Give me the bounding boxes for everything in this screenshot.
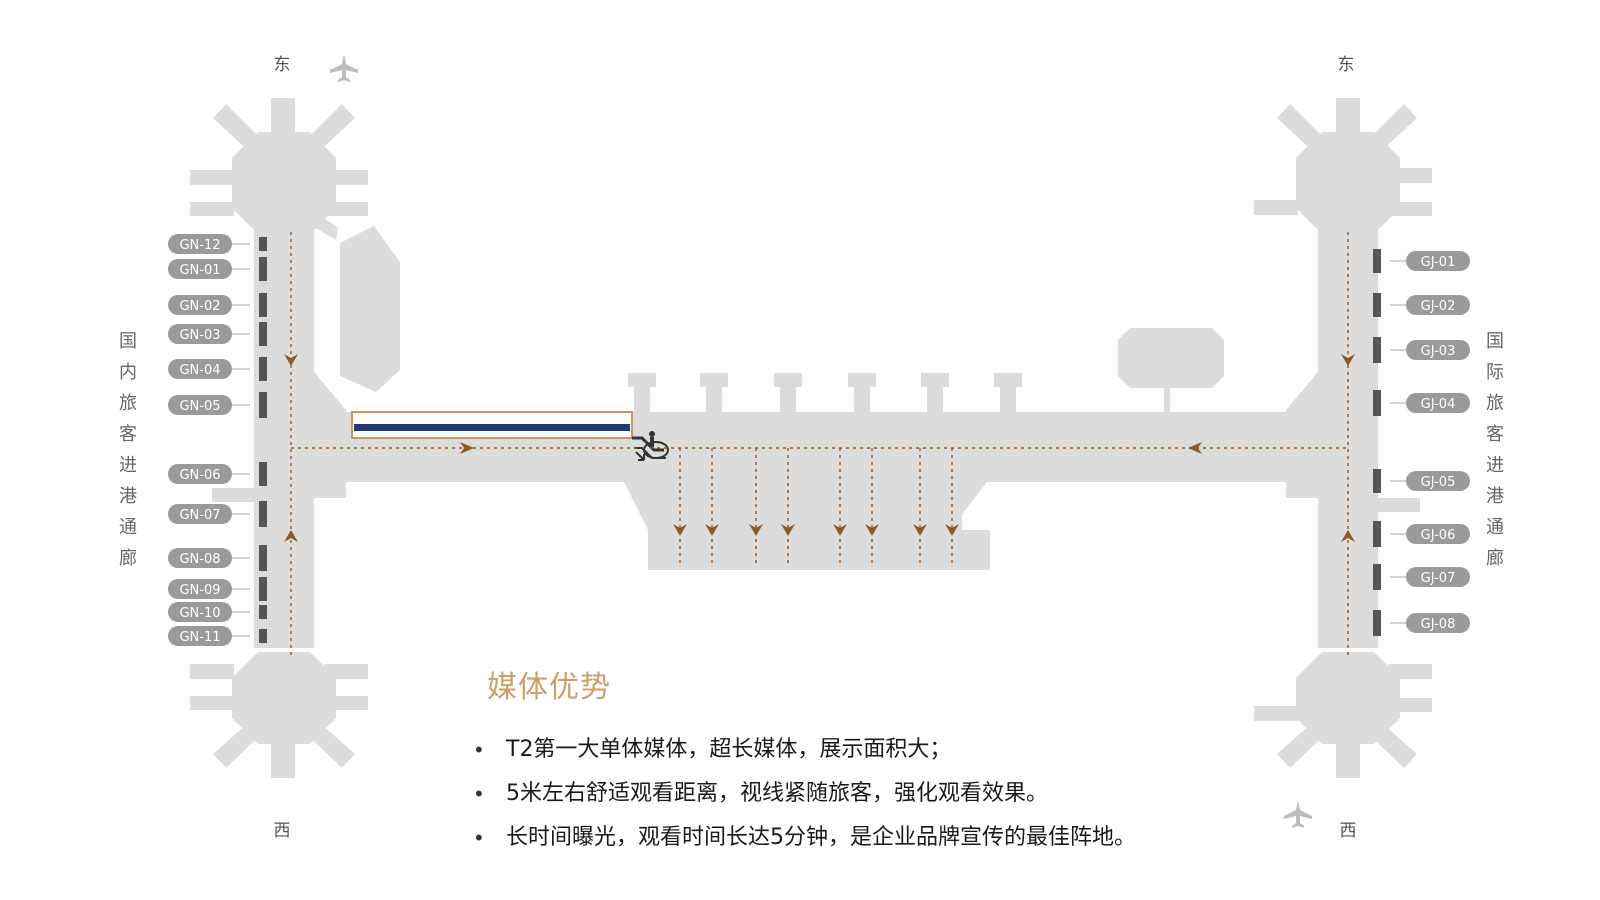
media-advantage-title: 媒体优势 [487, 670, 611, 705]
corridor-label-char: 通 [1486, 517, 1504, 538]
gate-label: GN-02 [179, 299, 220, 314]
gate-gj-04: GJ-04 [1373, 390, 1470, 416]
passenger-flow [290, 232, 1349, 656]
gate-gn-10: GN-10 [168, 602, 267, 622]
gate-label: GJ-03 [1421, 344, 1456, 359]
flow-arrow-down [673, 524, 687, 536]
corridor-label-char: 国 [119, 331, 137, 352]
corridor-label-char: 进 [119, 455, 137, 476]
flow-arrows [284, 354, 1355, 542]
gate-gj-07: GJ-07 [1373, 564, 1470, 590]
gate-gn-07: GN-07 [168, 501, 267, 527]
advantage-item: T2第一大单体媒体，超长媒体，展示面积大； [470, 730, 1136, 774]
flow-arrow-up [1341, 530, 1355, 542]
flow-arrow-up [284, 530, 298, 542]
corridor-label-char: 国 [1486, 331, 1504, 352]
corridor-label-char: 港 [119, 486, 137, 507]
gate-label: GJ-02 [1421, 299, 1456, 314]
gate-gn-01: GN-01 [168, 257, 267, 281]
corridor-label-char: 旅 [1486, 393, 1504, 414]
flow-arrow-down [833, 524, 847, 536]
flow-arrow-down [1341, 354, 1355, 366]
gate-label: GN-07 [179, 508, 220, 523]
gate-gn-04: GN-04 [168, 357, 267, 381]
media-location [351, 411, 633, 439]
gate-label: GN-04 [179, 363, 220, 378]
flow-arrow-down [913, 524, 927, 536]
gate-label: GN-03 [179, 328, 220, 343]
corridor-label-char: 内 [119, 362, 137, 383]
gate-gn-09: GN-09 [168, 577, 267, 601]
compass-west-right: 西 [1340, 821, 1357, 841]
gate-gj-01: GJ-01 [1373, 249, 1470, 273]
compass-east-left: 东 [274, 55, 291, 75]
corridor-label-char: 际 [1486, 362, 1504, 383]
flow-arrow-down [705, 524, 719, 536]
compass-west-left: 西 [274, 821, 291, 841]
gate-gn-06: GN-06 [168, 462, 267, 486]
flow-arrow-down [945, 524, 959, 536]
airplane-icon [1284, 800, 1312, 828]
gate-gj-08: GJ-08 [1373, 610, 1470, 636]
terminal-building [190, 98, 1432, 778]
gate-label: GN-08 [179, 552, 220, 567]
gate-gn-02: GN-02 [168, 293, 267, 317]
gate-label: GN-12 [179, 238, 220, 253]
gate-label: GN-01 [179, 263, 220, 278]
flow-arrow-left [1188, 442, 1202, 454]
corridor-label-char: 港 [1486, 486, 1504, 507]
gate-label: GN-09 [179, 583, 220, 598]
gate-gj-02: GJ-02 [1373, 293, 1470, 317]
gate-gj-06: GJ-06 [1373, 521, 1470, 547]
gate-label: GJ-01 [1421, 255, 1456, 270]
gate-gn-12: GN-12 [168, 234, 267, 254]
flow-arrow-right [460, 442, 474, 454]
flow-arrow-down [749, 524, 763, 536]
corridor-label-char: 进 [1486, 455, 1504, 476]
gate-gj-05: GJ-05 [1373, 469, 1470, 493]
flow-arrow-down [284, 354, 298, 366]
corridor-label-char: 通 [119, 517, 137, 538]
advantage-item: 5米左右舒适观看距离，视线紧随旅客，强化观看效果。 [470, 774, 1136, 818]
corridor-label-char: 客 [1486, 424, 1504, 445]
gate-gn-08: GN-08 [168, 545, 267, 571]
corridor-label-char: 客 [119, 424, 137, 445]
escalator-icon [632, 431, 669, 461]
gate-label: GJ-07 [1421, 571, 1456, 586]
gate-gn-03: GN-03 [168, 322, 267, 346]
gate-label: GJ-08 [1421, 617, 1456, 632]
gate-gn-11: GN-11 [168, 626, 267, 646]
international-arrival-corridor-label: 国际旅客进港通廊 [1482, 326, 1508, 574]
corridor-label-char: 廊 [119, 548, 137, 569]
media-advantage-list: T2第一大单体媒体，超长媒体，展示面积大； 5米左右舒适观看距离，视线紧随旅客，… [470, 730, 1136, 862]
compass-east-right: 东 [1338, 55, 1355, 75]
corridor-label-char: 廊 [1486, 548, 1504, 569]
flow-arrow-down [781, 524, 795, 536]
gate-label: GN-10 [179, 606, 220, 621]
gate-label: GN-06 [179, 468, 220, 483]
gate-gn-05: GN-05 [168, 392, 267, 418]
gate-gj-03: GJ-03 [1373, 337, 1470, 363]
gate-label: GN-05 [179, 399, 220, 414]
gate-label: GJ-05 [1421, 475, 1456, 490]
corridor-label-char: 旅 [119, 393, 137, 414]
flow-arrow-down [865, 524, 879, 536]
domestic-arrival-corridor-label: 国内旅客进港通廊 [115, 326, 141, 574]
advantage-item: 长时间曝光，观看时间长达5分钟，是企业品牌宣传的最佳阵地。 [470, 818, 1136, 862]
gate-label: GN-11 [179, 630, 220, 645]
domestic-gate-list: GN-12GN-01GN-02GN-03GN-04GN-05GN-06GN-07… [168, 234, 267, 646]
airplane-icon [330, 54, 358, 82]
gate-label: GJ-04 [1421, 397, 1456, 412]
gate-label: GJ-06 [1421, 528, 1456, 543]
